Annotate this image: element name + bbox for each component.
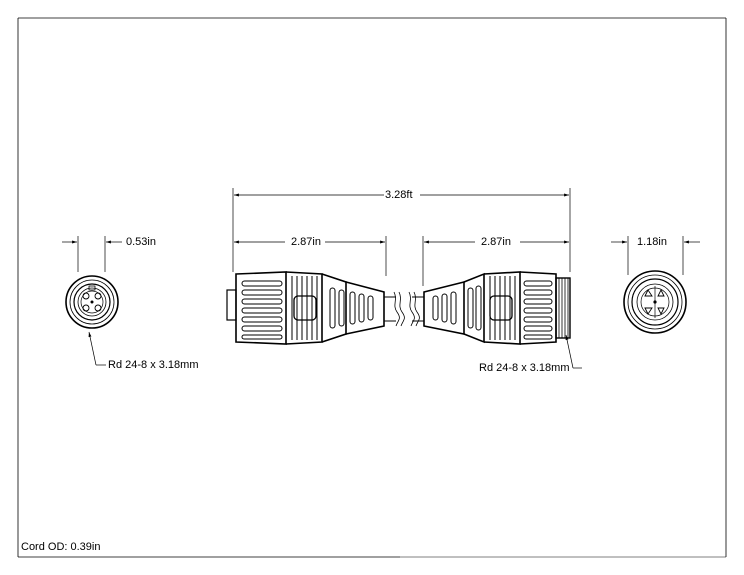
right-end-diameter-label: 1.18in	[637, 236, 667, 248]
overall-dimension	[232, 188, 571, 272]
left-thread-callout: Rd 24-8 x 3.18mm	[108, 359, 199, 371]
left-segment-dimension	[234, 236, 387, 276]
right-thread-leader	[565, 334, 582, 369]
left-end-diameter-label: 0.53in	[126, 236, 156, 248]
right-end-dimension	[611, 236, 700, 275]
left-segment-length-label: 2.87in	[291, 236, 321, 248]
right-end-view	[623, 270, 687, 334]
left-connector	[226, 271, 405, 345]
right-segment-dimension	[422, 236, 569, 286]
overall-length-label: 3.28ft	[385, 189, 413, 201]
right-segment-length-label: 2.87in	[481, 236, 511, 248]
left-end-view	[65, 275, 119, 329]
sheet-border	[17, 17, 727, 558]
right-connector	[408, 271, 571, 345]
right-thread-callout: Rd 24-8 x 3.18mm	[479, 362, 570, 374]
cord-od-note: Cord OD: 0.39in	[21, 541, 101, 553]
left-end-dimension	[62, 236, 122, 272]
left-thread-leader	[88, 331, 106, 366]
